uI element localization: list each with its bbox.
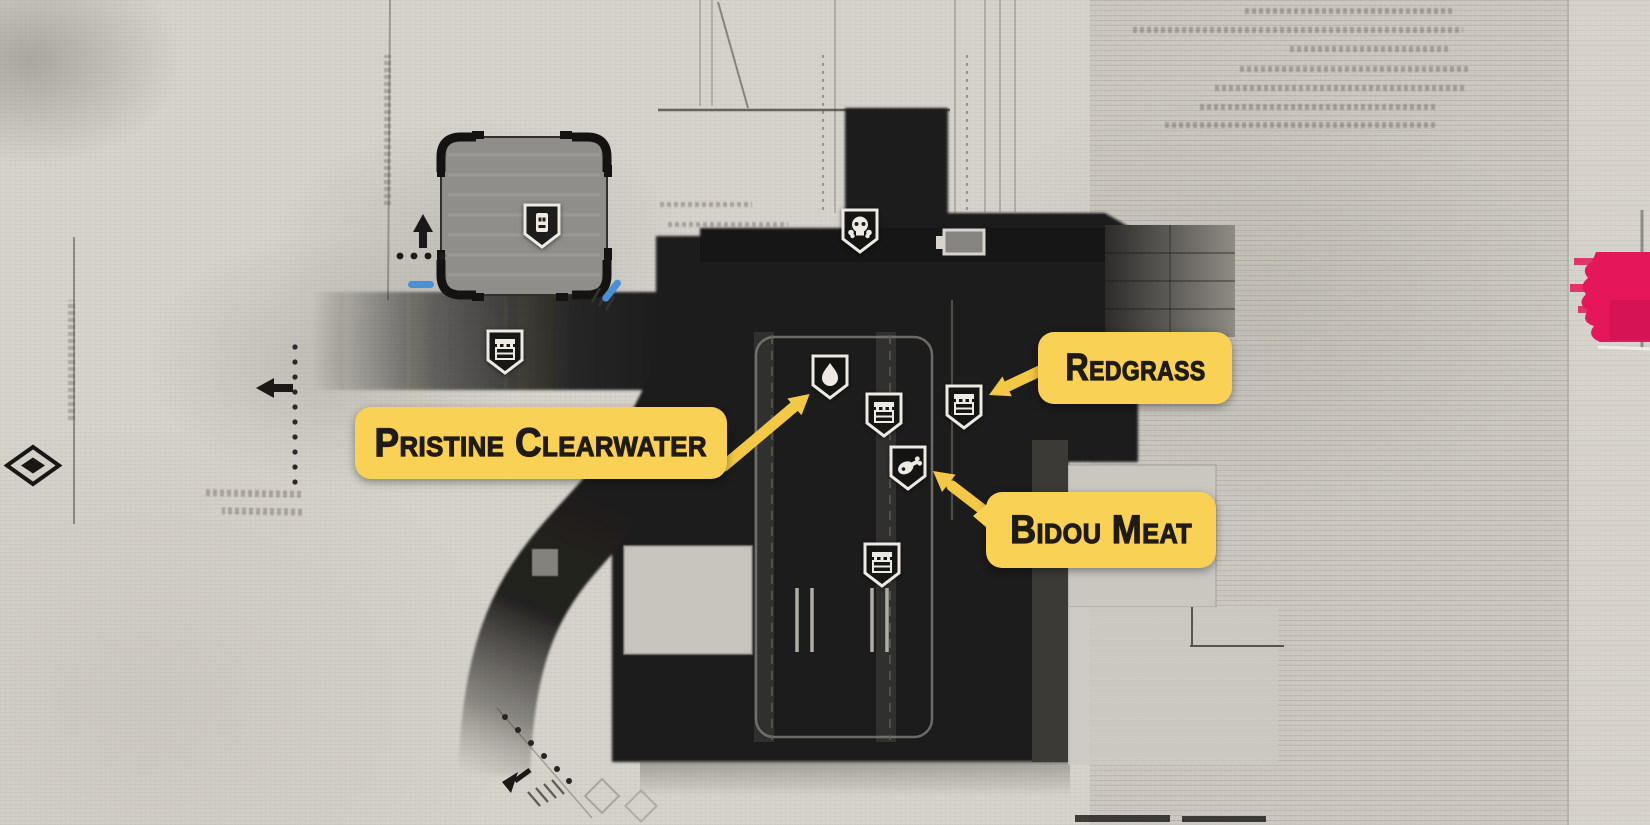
callout-bidou-meat: Bidou Meat [973, 492, 1216, 568]
southwest-arrow-symbol [502, 772, 518, 793]
door-marker-blue [408, 281, 434, 288]
plaza-south-fade [640, 760, 1070, 796]
dotted-line-diagonal [502, 714, 572, 784]
survey-lines [699, 0, 1016, 213]
callout-label: Pristine Clearwater [374, 421, 708, 465]
hatch-marks [527, 779, 565, 807]
faded-print-line [660, 202, 752, 207]
faded-print-line [1215, 85, 1465, 91]
paper-edge-column [1567, 0, 1650, 825]
danger-skull-badge[interactable] [840, 207, 880, 255]
courtyard [532, 545, 753, 655]
faded-print-line [1165, 122, 1435, 128]
faded-print-line [68, 300, 75, 420]
diamond-symbol [3, 444, 63, 487]
southwest-crossing [496, 707, 658, 823]
callout-label: Redgrass [1064, 347, 1206, 389]
vendor-badge-west[interactable] [485, 328, 525, 376]
faded-print-line [668, 222, 788, 227]
v-line-left2 [387, 0, 391, 301]
dotted-line-vertical [292, 344, 298, 485]
meat-vendor-badge[interactable] [888, 444, 928, 492]
callout-redgrass: Redgrass [1038, 332, 1232, 404]
corridor-dotted-frame [822, 55, 968, 213]
faded-print-line [1245, 8, 1455, 14]
vendor-badge-market-south[interactable] [862, 541, 902, 589]
compass-symbols [3, 214, 446, 487]
callout-pristine-clearwater: Pristine Clearwater [355, 407, 727, 479]
callout-label: Bidou Meat [1009, 508, 1193, 552]
faded-print-line [384, 55, 391, 205]
vendor-badge-market-north[interactable] [864, 391, 904, 439]
faded-print-line [1133, 27, 1463, 33]
left-arrow-symbol [256, 378, 293, 398]
kiosk [936, 228, 986, 256]
arrow-pristine-clearwater [718, 400, 801, 472]
water-vendor-badge[interactable] [810, 353, 850, 401]
door-marker-blue [602, 279, 621, 302]
diagonal-line [717, 1, 749, 109]
building-corner-brackets [436, 132, 612, 300]
faded-print-line [1240, 66, 1470, 72]
vendor-badge-redgrass[interactable] [944, 383, 984, 431]
west-corridor [312, 292, 660, 390]
up-arrow-symbol [413, 214, 433, 248]
saferoom-badge[interactable] [522, 202, 562, 250]
faded-print-line [1290, 46, 1450, 52]
pink-splash [1570, 252, 1650, 351]
faded-print-line [1200, 104, 1435, 110]
